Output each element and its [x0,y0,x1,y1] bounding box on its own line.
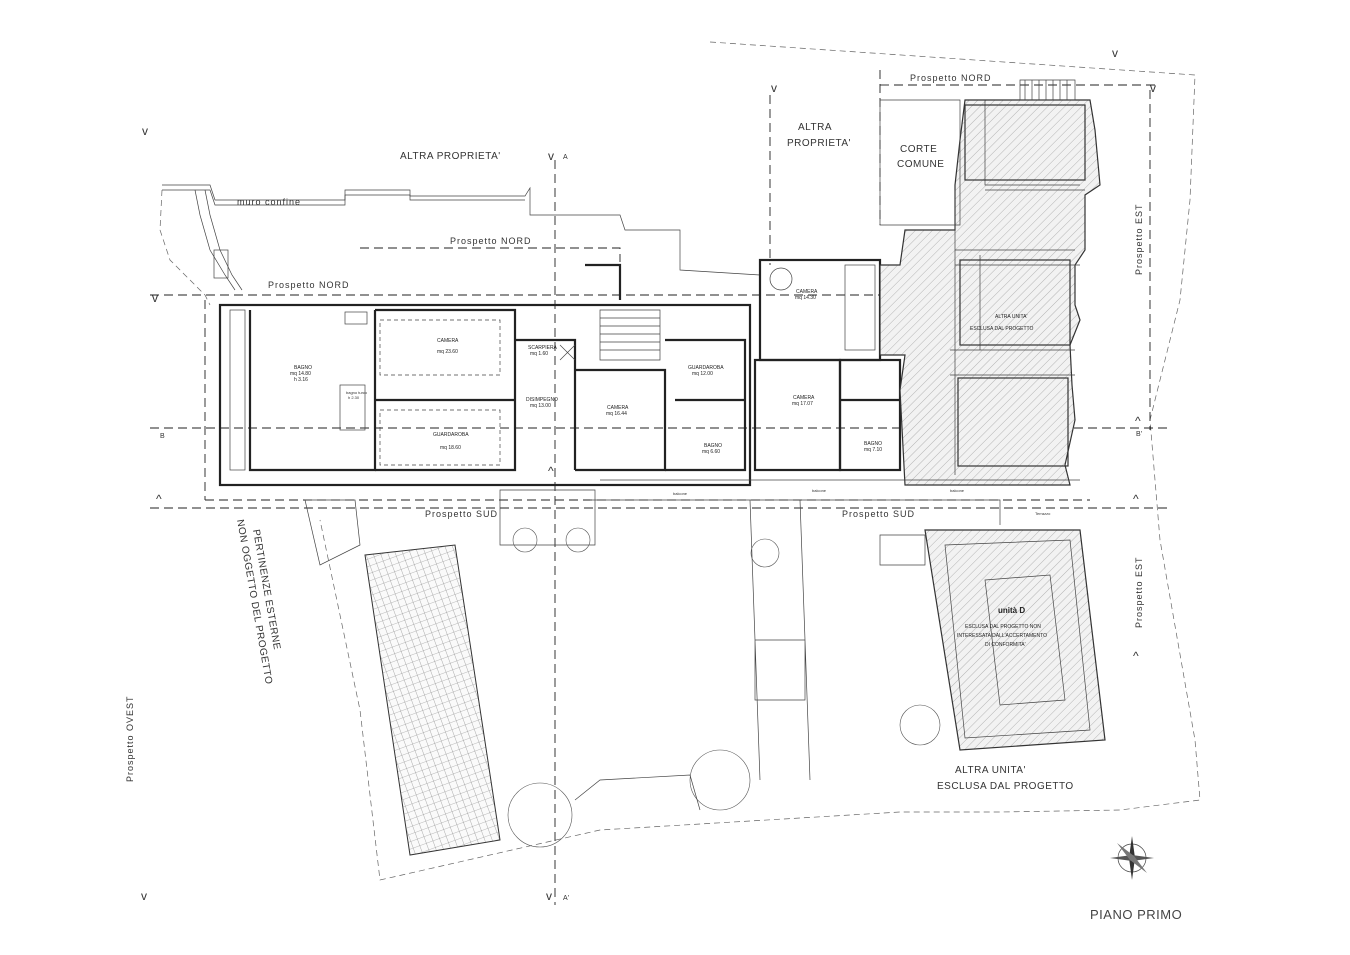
east-rooms [753,258,902,472]
svg-text:^: ^ [548,464,554,478]
room-camera-2-name: CAMERA [607,405,629,411]
room-bagno-1-name: BAGNO [294,365,312,371]
room-camera-1-area: mq 23.60 [437,349,458,355]
room-disimpegno-name: DISIMPEGNO [526,397,558,403]
room-bagno-turco-area: h 2.30 [348,395,360,400]
boundary-wall [162,184,761,291]
room-guardaroba-2-area: mq 12.00 [692,371,713,377]
label-prospetto-nord-1: Prospetto NORD [268,280,350,290]
label-section-b-left: B [160,433,165,440]
room-camera-3-area: mq 14.30 [795,295,816,301]
label-unita-d-note-3: DI CONFORMITA' [985,642,1026,648]
south-terraces [304,479,1080,856]
garden-path [574,774,701,811]
other-unit-hatched [879,79,1101,486]
svg-text:^: ^ [156,492,162,506]
label-prospetto-sud-1: Prospetto SUD [425,509,498,519]
label-altra-proprieta-top: ALTRA PROPRIETA' [400,151,501,162]
svg-text:v: v [152,291,158,305]
page-title: PIANO PRIMO [1090,907,1182,922]
label-corte-comune-2: COMUNE [897,159,944,170]
label-muro-confine: muro confine [237,197,301,207]
room-bagno-3-name: BAGNO [864,441,882,447]
room-scarpiera-area: mq 1.60 [530,351,548,357]
room-camera-2-area: mq 16.44 [606,411,627,417]
label-balcone-3: balcone [950,488,965,493]
room-camera-1-name: CAMERA [437,338,459,344]
room-bagno-turco-name: bagno turco [346,390,368,395]
label-altra-proprieta-right-1: ALTRA [798,122,832,133]
label-prospetto-nord-3: Prospetto NORD [910,73,992,83]
unit-d-building [879,529,1106,751]
main-building [218,263,752,487]
svg-text:^: ^ [1135,414,1141,428]
label-balcone-1: balcone [673,491,688,496]
room-bagno-2-area: mq 6.60 [702,449,720,455]
room-camera-3-name: CAMERA [796,289,818,295]
label-section-b-right: B' [1136,431,1142,438]
north-compass [1110,836,1154,880]
label-prospetto-ovest: Prospetto OVEST [125,695,135,782]
svg-text:v: v [1112,46,1118,60]
svg-text:v: v [771,81,777,95]
room-guardaroba-1-area: mq 18.60 [440,445,461,451]
room-camera-4-name: CAMERA [793,395,815,401]
room-bagno-3-area: mq 7.10 [864,447,882,453]
svg-text:v: v [1150,81,1156,95]
label-unita-d: unità D [998,606,1025,615]
label-prospetto-sud-2: Prospetto SUD [842,509,915,519]
label-altra-unita-1: ALTRA UNITA' [995,314,1027,320]
room-bagno-1-h: h 3.16 [294,377,308,383]
trees [507,527,941,848]
room-camera-4-area: mq 17.07 [792,401,813,407]
label-balcone-2: balcone [812,488,827,493]
svg-text:^: ^ [1133,492,1139,506]
svg-text:^: ^ [1133,649,1139,663]
label-altra-proprieta-right-2: PROPRIETA' [787,138,851,149]
room-guardaroba-2-name: GUARDAROBA [688,365,724,371]
label-altra-unita-2: ESCLUSA DAL PROGETTO [970,326,1033,332]
label-prospetto-nord-2: Prospetto NORD [450,236,532,246]
svg-text:v: v [546,889,552,903]
label-section-a-top: A [563,154,568,161]
svg-text:v: v [142,124,148,138]
room-bagno-2-name: BAGNO [704,443,722,449]
label-corte-comune-1: CORTE [900,144,937,155]
room-scarpiera-name: SCARPIERA [528,345,558,351]
label-unita-d-note-1: ESCLUSA DAL PROGETTO NON [965,624,1041,630]
corte-comune-area [879,99,961,226]
svg-text:v: v [548,149,554,163]
section-markers: v v ^ v v ^ v v v ^ ^ ^ v [141,46,1156,903]
label-altra-unita-bottom-2: ESCLUSA DAL PROGETTO [937,781,1074,792]
room-disimpegno-area: mq 13.00 [530,403,551,409]
label-prospetto-est-2: Prospetto EST [1134,556,1144,628]
svg-text:v: v [141,889,147,903]
room-guardaroba-1-name: GUARDAROBA [433,432,469,438]
label-unita-d-note-2: INTERESSATA DALL'ACCERTAMENTO [957,633,1047,639]
room-bagno-1-area: mq 14.80 [290,371,311,377]
label-section-a-bottom: A' [563,895,569,902]
label-terrazzo: Terrazzo [1035,511,1051,516]
label-altra-unita-bottom-1: ALTRA UNITA' [955,765,1026,776]
label-prospetto-est-1: Prospetto EST [1134,203,1144,275]
